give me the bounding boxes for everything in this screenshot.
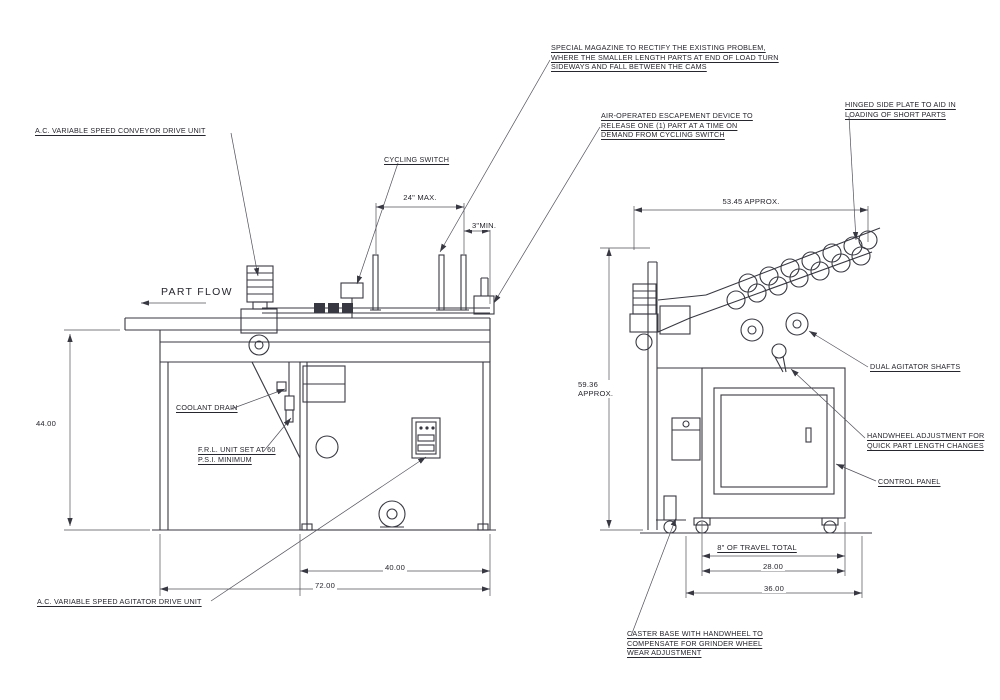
leader-special-magazine [439,59,551,253]
magazine-posts [370,254,469,311]
magazine-tray [657,227,881,333]
callout-special-magazine: SPECIAL MAGAZINE TO RECTIFY THE EXISTING… [551,43,779,71]
callout-air-escapement: AIR-OPERATED ESCAPEMENT DEVICE TO RELEAS… [601,111,753,139]
callout-hinged-side-plate: HINGED SIDE PLATE TO AID IN LOADING OF S… [845,100,956,119]
parts-on-conveyor [314,303,353,313]
callout-coolant-drain: COOLANT DRAIN [176,403,238,412]
dim-text-36: 36.00 [761,584,787,594]
leader-control-panel [835,463,877,482]
agitator-drive-motor [629,283,659,351]
leader-caster-base [630,517,677,637]
part-flow-label: PART FLOW [161,286,233,298]
dim-text-44: 44.00 [34,419,59,429]
dim-text-24max: 24" MAX. [401,193,439,203]
callout-caster-base: CASTER BASE WITH HANDWHEEL TO COMPENSATE… [627,629,763,657]
dual-agitator-shaft-pulleys [740,312,809,342]
callout-handwheel-adjustment: HANDWHEEL ADJUSTMENT FOR QUICK PART LENG… [867,431,985,450]
leader-conveyor-drive [230,132,260,277]
conveyor-drive-unit [240,265,278,356]
escapement-device [473,277,495,315]
callout-conveyor-drive: A.C. VARIABLE SPEED CONVEYOR DRIVE UNIT [35,126,206,135]
dim-text-72: 72.00 [312,581,338,591]
leader-hinged-plate [848,115,859,241]
dim-text-40: 40.00 [382,563,408,573]
dim-text-3min: 3"MIN. [470,221,499,231]
leader-lines [141,59,877,637]
casters [656,495,839,534]
dim-text-travel: 8" OF TRAVEL TOTAL [715,543,799,553]
leader-frl-unit [262,417,292,453]
callout-frl-unit: F.R.L. UNIT SET AT 60 P.S.I. MINIMUM [198,445,276,464]
agitator-control-box [411,417,441,459]
callout-agitator-drive: A.C. VARIABLE SPEED AGITATOR DRIVE UNIT [37,597,202,606]
leader-handwheel [790,368,866,439]
handwheel-device [771,343,787,373]
dim-text-53: 53.45 APPROX. [720,197,782,207]
coolant-drain-fitting [276,381,287,392]
leader-agitator-drive [210,456,427,602]
callout-dual-agitator-shafts: DUAL AGITATOR SHAFTS [870,362,961,371]
leader-coolant-drain [230,388,286,410]
loaded-parts [726,230,878,310]
side-electrical-box [671,417,701,461]
left-view-machine [124,254,496,531]
pump-motor [378,500,406,528]
leader-air-escapement [493,126,601,304]
control-panel-face [713,387,835,495]
leader-dual-agitator [808,330,869,368]
callout-control-panel: CONTROL PANEL [878,477,941,486]
dim-text-28: 28.00 [760,562,786,572]
leader-cycling-switch [356,162,399,285]
dim-text-59: 59.36 APPROX. [576,380,622,399]
right-view-machine [629,227,881,534]
callout-cycling-switch: CYCLING SWITCH [384,155,450,164]
frl-unit-device [284,362,295,423]
